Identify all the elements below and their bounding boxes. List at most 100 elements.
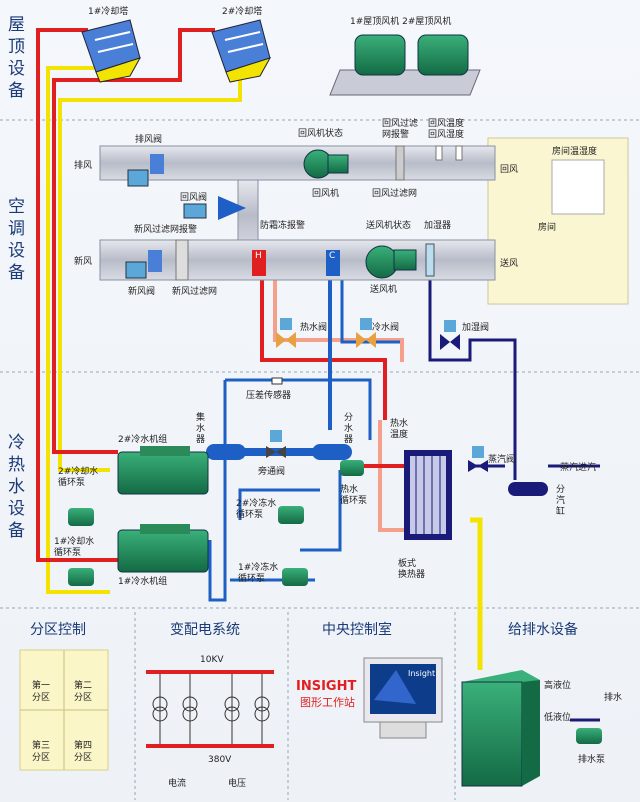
plate-hx-label: 板式换热器 [398,557,425,580]
current-label: 电流 [168,777,186,789]
humidifier-steam-line [428,270,517,480]
supply-air-label: 送风 [500,257,518,269]
distributor-label: 分水器 [344,412,353,445]
hot-water-pipe [260,270,387,420]
return-valve-label: 回风阀 [180,192,207,203]
water-supply-pipe [470,517,483,670]
fresh-filter [175,239,189,281]
zone-control-title: 分区控制 [30,622,86,638]
low-level-label: 低液位 [544,711,571,723]
water-collector [206,444,246,460]
water-distributor [312,444,352,460]
cooling-tower-2 [211,19,272,83]
drain-pump [576,728,602,744]
cooling-pump-1-label: 1#冷却水循环泵 [54,535,94,558]
cooling-water-pipe-2 [58,68,242,472]
steam-valve-label: 蒸汽阀 [488,453,515,465]
chiller-1-label: 1#冷水机组 [118,575,167,587]
roof-fans-label: 1#屋顶风机 2#屋顶风机 [350,15,451,27]
chiller-2-label: 2#冷水机组 [118,433,167,445]
supply-fan [365,245,417,279]
cooling-tower-1-label: 1#冷却塔 [88,5,128,17]
return-filter-label: 回风过滤网 [372,187,417,199]
section-chill-title: 冷热水设备 [8,433,25,541]
drain-label: 排水 [604,691,622,703]
hot-to-hx [378,420,410,532]
chilled-pump2-line [238,488,320,520]
hot-water-valve [276,318,296,348]
cooling-coil-label: C [329,251,335,261]
cooling-coil [326,250,340,276]
cooling-return-pipe-2 [52,28,215,454]
humidifier-valve [440,320,460,350]
bus-10kv [146,670,274,674]
section-roof-title: 屋顶设备 [8,15,25,101]
bus-380v [146,744,274,748]
bypass-valve-label: 旁通阀 [258,465,285,477]
cooling-water-pipe-1 [46,66,110,594]
chilled-left-line [208,380,227,602]
return-valve [183,196,246,220]
steam-header [508,482,548,496]
cooling-tower-1 [81,19,142,83]
return-filter [395,145,405,181]
fresh-filter-alarm-label: 新风过滤网报警 [134,223,197,235]
return-humid-label: 回风湿度 [428,128,464,140]
cooling-pump-1 [68,568,94,586]
zone-3-label: 第三分区 [32,739,50,763]
exhaust-valve-label: 排风阀 [135,133,162,145]
cooling-pump-2-label: 2#冷却水循环泵 [58,465,98,488]
v380-label: 380V [208,755,232,765]
collector-label: 集水器 [196,411,205,445]
power-system-title: 变配电系统 [170,622,240,638]
return-humid-sensor [455,145,463,161]
hot-water-temp-label: 热水温度 [390,417,408,440]
roof-fans [329,34,481,96]
bypass-valve [266,430,286,458]
central-control-title: 中央控制室 [322,621,392,638]
hot-return-line [300,338,404,362]
return-air-label: 回风 [500,164,518,175]
supply-fan-label: 送风机 [370,283,397,295]
insight-label: INSIGHT [296,679,356,694]
chilled-return [340,270,400,344]
zone-1-label: 第一分区 [32,679,50,703]
chiller-1 [117,524,209,573]
plate-heat-exchanger [404,450,452,540]
water-system-title: 给排水设备 [508,621,578,638]
transformers [152,674,270,744]
monitor [363,657,443,739]
high-level-label: 高液位 [544,679,571,691]
monitor-brand: Insight [408,669,435,678]
room-sensor [551,159,605,215]
hot-water-pump-label: 热水循环泵 [340,483,367,506]
chiller-2 [117,446,209,495]
return-fan-label: 回风机 [312,187,339,199]
humidifier-label: 加湿器 [424,220,451,231]
chilled-pump-2-label: 2#冷冻水循环泵 [236,497,276,520]
return-fan [303,149,349,179]
dp-sensor [271,377,283,385]
zone-4-label: 第四分区 [74,739,92,763]
fresh-valve [125,250,162,279]
section-hvac-title: 空调设备 [8,197,25,283]
steam-inlet-label: 蒸汽进汽 [560,461,596,473]
return-duct [99,145,496,181]
cooling-pump-2 [68,508,94,526]
return-filter-alarm-label-1: 回风过滤 [382,117,418,129]
zone-grid [19,649,109,771]
return-fan-status-label: 回风机状态 [298,127,343,139]
chilled-pump-line [300,470,342,552]
water-tank [461,670,540,787]
exhaust-valve [127,154,164,187]
dp-sensor-label: 压差传感器 [246,389,291,401]
return-temp-sensor [435,145,443,161]
chilled-pump-1 [282,568,308,586]
steam-header-label: 分汽缸 [556,484,565,517]
chilled-pump-1-label: 1#冷冻水循环泵 [238,561,278,584]
cold-water-valve-label: 冷水阀 [372,321,399,333]
return-temp-label: 回风温度 [428,117,464,129]
hot-water-valve-label: 热水阀 [300,321,327,333]
fresh-air-label: 新风 [74,255,92,267]
